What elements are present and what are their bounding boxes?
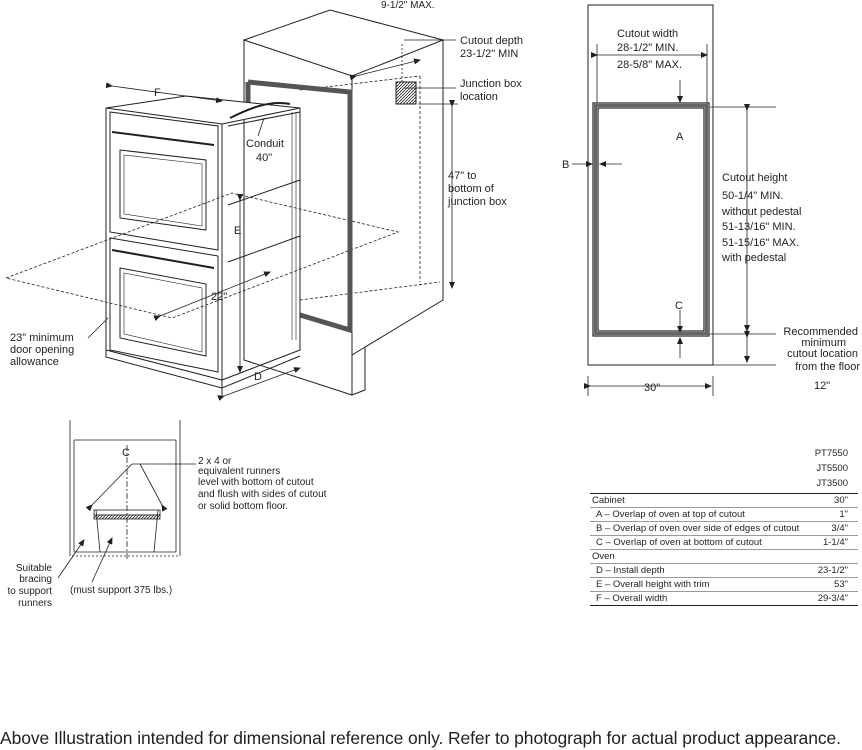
disclaimer-footer: Above Illustration intended for dimensio… [0,728,841,748]
dim-f-label: F [154,87,161,99]
overlap-b-label: B [562,159,569,171]
conduit-label-2: 40" [256,152,272,164]
spec-value: 53" [813,577,858,592]
cutout-height-label-5: 51-15/16" MAX. [722,237,799,249]
model-name: JT5500 [816,463,848,474]
junction-label-1: Junction box [460,78,522,90]
spec-label: D – Install depth [590,563,814,578]
cutout-width-label-2: 28-1/2" MIN. [617,42,678,54]
cutout-height-label-1: Cutout height [722,172,787,184]
runner-label-5: or solid bottom floor. [198,501,288,512]
model-list: PT7550 JT5500 JT3500 [590,446,858,491]
cutout-front-view [572,4,776,396]
spec-row: Oven [590,549,858,564]
runner-label-1: 2 x 4 or [198,456,232,467]
cutout-height-label-6: with pedestal [721,252,786,264]
dim-f-line [105,82,223,104]
floor-distance-value: 12" [814,380,830,392]
overlap-a-label: A [676,131,684,143]
junction-bottom-label-3: junction box [447,196,507,208]
junction-bottom-label-1: 47" to [448,170,476,182]
runner-label-2: equivalent runners [198,466,280,477]
spec-value [813,549,858,564]
cutout-inner [597,107,705,332]
cutout-height-label-2: 50-1/4" MIN. [722,190,783,202]
cutout-width-label-3: 28-5/8" MAX. [617,59,682,71]
recommended-label-1: Recommended [783,326,858,338]
spec-value: 1" [813,507,858,522]
cutout-labels: Cutout width 28-1/2" MIN. 28-5/8" MAX. A… [562,28,860,394]
spec-label: C – Overlap of oven at bottom of cutout [590,535,814,550]
recommended-label-3: cutout location [787,348,858,360]
cabinet-width-value: 30" [644,382,660,394]
model-name: JT3500 [816,478,848,489]
spec-row: B – Overlap of oven over side of edges o… [590,521,858,536]
runner-label-4: and flush with sides of cutout [198,489,327,500]
support-weight-label: (must support 375 lbs.) [70,585,172,596]
junction-bottom-label-2: bottom of [448,183,495,195]
dim-22-label: 22" [211,291,227,303]
model-name: PT7550 [814,448,848,459]
bracing-label-3: to support [8,586,53,597]
spec-value: 30" [813,493,858,508]
spec-value: 1-1/4" [813,535,858,550]
isometric-dimensions [87,39,458,401]
bracing-label-2: bracing [19,574,52,585]
runner-labels: C 2 x 4 or equivalent runners level with… [8,447,327,609]
door-allowance-label-3: allowance [10,356,59,368]
cutout-outer [592,102,710,337]
recommended-label-2: minimum [801,337,846,349]
cutout-depth-label-1: Cutout depth [460,35,523,47]
spec-label: B – Overlap of oven over side of edges o… [590,521,814,536]
spec-value: 3/4" [813,521,858,536]
spec-label: Oven [590,549,814,564]
centerline-label: C [122,447,130,459]
cutout-depth-line [349,58,421,81]
spec-label: A – Overlap of oven at top of cutout [590,507,814,522]
cabinet-outline [587,4,714,366]
bracing-label-4: runners [18,598,52,609]
door-allowance-leader [87,317,109,339]
recommended-label-4: from the floor [795,361,860,373]
spec-value: 23-1/2" [813,563,858,578]
cutout-depth-label-2: 23-1/2" MIN [460,48,518,60]
isometric-labels: 9-1/2" MAX. Cutout depth 23-1/2" MIN Jun… [10,0,523,383]
conduit-label-1: Conduit [246,138,284,150]
cutout-width-label-1: Cutout width [617,28,678,40]
overlap-c-label: C [675,300,683,312]
dim-d-label: D [254,371,262,383]
dim-e-label: E [234,225,241,237]
bracing-label-1: Suitable [16,563,53,574]
max-label: 9-1/2" MAX. [381,0,435,11]
runner-label-3: level with bottom of cutout [198,477,314,488]
junction-label-2: location [460,91,498,103]
cutout-height-label-4: 51-13/16" MIN. [722,221,796,233]
spec-label: F – Overall width [590,591,814,606]
door-allowance-label-2: door opening [10,344,74,356]
runner-detail-view [57,420,196,583]
dim-d-line [217,367,301,401]
spec-label: E – Overall height with trim [590,577,814,592]
dim-22-line [153,271,271,322]
spec-value: 29-3/4" [813,591,858,606]
spec-label: Cabinet [590,493,814,508]
cutout-height-label-3: without pedestal [721,206,802,218]
door-allowance-label-1: 23" minimum [10,332,74,344]
